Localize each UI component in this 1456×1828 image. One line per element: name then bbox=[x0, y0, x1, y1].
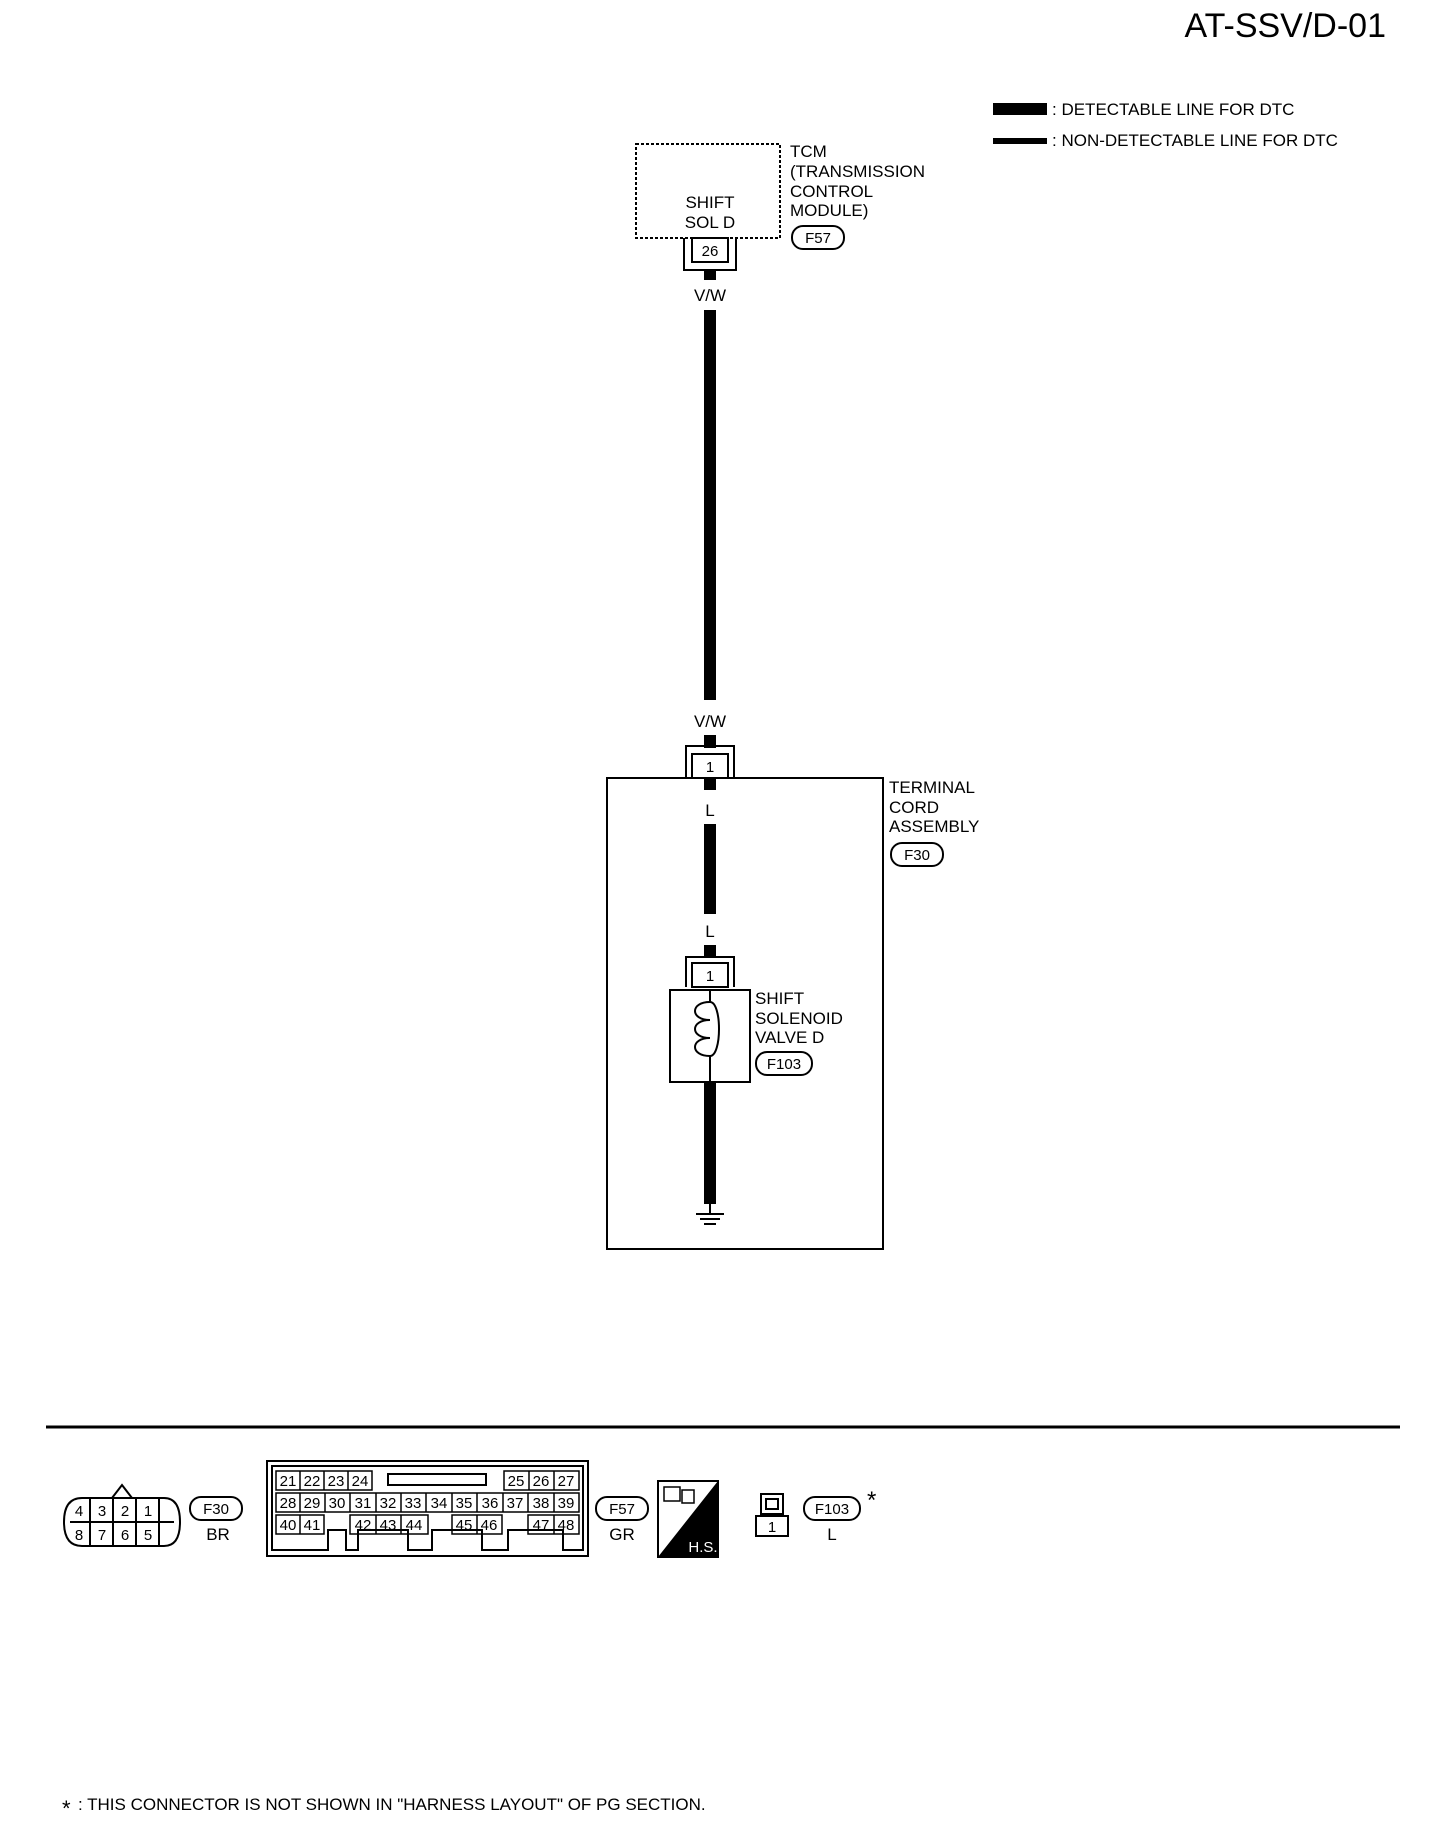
terminal-cord-connector-id: F30 bbox=[904, 847, 930, 864]
legend-detectable: : DETECTABLE LINE FOR DTC bbox=[1052, 100, 1294, 119]
f30-pin-8: 8 bbox=[75, 1527, 83, 1544]
inner-wire-color-top: L bbox=[705, 801, 714, 820]
terminal-cord-assembly: 1 TERMINAL CORD ASSEMBLY F30 L L bbox=[606, 745, 979, 1250]
f57-pin-26: 26 bbox=[533, 1473, 550, 1490]
coil-icon bbox=[694, 990, 720, 1082]
f57-pin-36: 36 bbox=[482, 1495, 499, 1512]
solenoid-name-line-2: SOLENOID bbox=[755, 1009, 843, 1028]
f30-pin-5: 5 bbox=[144, 1527, 152, 1544]
tcm-connector-tag: F57 bbox=[791, 225, 845, 250]
f103-star-mark: * bbox=[867, 1487, 876, 1514]
f57-pin-25: 25 bbox=[508, 1473, 525, 1490]
solenoid-name-line-1: SHIFT bbox=[755, 989, 804, 1008]
f57-pin-40: 40 bbox=[280, 1517, 297, 1534]
f57-connector-id: F57 bbox=[609, 1501, 635, 1518]
f57-pin-37: 37 bbox=[507, 1495, 524, 1512]
connector-view-f57: 21 22 23 24 25 26 27 28 2 bbox=[266, 1460, 649, 1557]
terminal-cord-connector-tag: F30 bbox=[890, 842, 944, 867]
f57-pin-33: 33 bbox=[405, 1495, 422, 1512]
f57-pin-48: 48 bbox=[558, 1517, 575, 1534]
f57-pin-45: 45 bbox=[456, 1517, 473, 1534]
f57-pin-21: 21 bbox=[280, 1473, 297, 1490]
tcm-module: SHIFT SOL D TCM (TRANSMISSION CONTROL MO… bbox=[635, 142, 925, 271]
f57-row-3: 40 41 42 43 44 45 46 47 48 bbox=[275, 1514, 580, 1535]
footnote: * : THIS CONNECTOR IS NOT SHOWN IN "HARN… bbox=[62, 1795, 706, 1821]
connector-view-f30: 4 3 2 1 8 7 6 5 F30 BR bbox=[62, 1483, 243, 1547]
terminal-cord-name-line-1: TERMINAL bbox=[889, 778, 975, 797]
diagram-id: AT-SSV/D-01 bbox=[1184, 7, 1386, 45]
f103-connector-color: L bbox=[827, 1525, 836, 1544]
solenoid-name-line-3: VALVE D bbox=[755, 1028, 824, 1047]
tcm-name-line-4: MODULE) bbox=[790, 201, 868, 220]
f57-pin-23: 23 bbox=[328, 1473, 345, 1490]
f57-pin-43: 43 bbox=[380, 1517, 397, 1534]
terminal-cord-box bbox=[606, 777, 884, 1250]
f57-pin-31: 31 bbox=[355, 1495, 372, 1512]
f30-connector-id: F30 bbox=[203, 1501, 229, 1518]
terminal-cord-name-line-2: CORD bbox=[889, 798, 939, 817]
legend-non-detectable: : NON-DETECTABLE LINE FOR DTC bbox=[1052, 131, 1338, 150]
f57-pin-22: 22 bbox=[304, 1473, 321, 1490]
f30-pin-4: 4 bbox=[75, 1503, 83, 1520]
tcm-inner-label-1: SHIFT bbox=[685, 193, 734, 212]
f57-pin-34: 34 bbox=[431, 1495, 448, 1512]
f103-pin-1: 1 bbox=[768, 1519, 776, 1536]
tcm-terminal: 26 bbox=[683, 237, 737, 271]
non-detectable-line-sample bbox=[993, 138, 1047, 144]
f30-pin-6: 6 bbox=[121, 1527, 129, 1544]
tcm-connector-id: F57 bbox=[805, 230, 831, 247]
ground-icon bbox=[696, 1204, 724, 1225]
detectable-line-sample bbox=[993, 103, 1047, 115]
solenoid-connector-tag: F103 bbox=[755, 1051, 813, 1076]
wire-color-bottom: V/W bbox=[694, 712, 726, 731]
tcm-name-line-3: CONTROL bbox=[790, 182, 873, 201]
f30-pin-1: 1 bbox=[144, 1503, 152, 1520]
f30-connector-color: BR bbox=[206, 1525, 230, 1544]
f57-pin-32: 32 bbox=[380, 1495, 397, 1512]
tcm-terminal-number: 26 bbox=[702, 243, 719, 260]
f57-connector-color: GR bbox=[609, 1525, 635, 1544]
legend: : DETECTABLE LINE FOR DTC : NON-DETECTAB… bbox=[993, 100, 1338, 150]
f57-pin-44: 44 bbox=[406, 1517, 423, 1534]
inner-wire-color-bottom: L bbox=[705, 922, 714, 941]
f57-pin-46: 46 bbox=[481, 1517, 498, 1534]
tcm-name-line-1: TCM bbox=[790, 142, 827, 161]
harness-side-icon: H.S. bbox=[657, 1480, 719, 1558]
f57-pin-30: 30 bbox=[329, 1495, 346, 1512]
solenoid-connector-id: F103 bbox=[767, 1056, 801, 1073]
f57-pin-41: 41 bbox=[304, 1517, 321, 1534]
terminal-cord-terminal: 1 bbox=[685, 745, 735, 779]
footnote-star: * bbox=[62, 1796, 71, 1821]
f57-pin-28: 28 bbox=[280, 1495, 297, 1512]
f30-pin-2: 2 bbox=[121, 1503, 129, 1520]
f57-pin-35: 35 bbox=[456, 1495, 473, 1512]
f57-pin-38: 38 bbox=[533, 1495, 550, 1512]
terminal-cord-name-line-3: ASSEMBLY bbox=[889, 817, 979, 836]
wire-vw: V/W V/W bbox=[694, 270, 726, 748]
f57-pin-24: 24 bbox=[352, 1473, 369, 1490]
shift-solenoid-valve: 1 SHIFT SOLENOID VALVE D F103 bbox=[669, 956, 843, 1225]
f57-row-1: 21 22 23 24 25 26 27 bbox=[275, 1470, 580, 1491]
solenoid-terminal-number: 1 bbox=[706, 968, 714, 985]
tcm-inner-label-2: SOL D bbox=[685, 213, 735, 232]
f57-row-2: 28 29 30 31 32 33 34 35 36 37 38 39 bbox=[275, 1492, 580, 1513]
f103-connector-id: F103 bbox=[815, 1501, 849, 1518]
f57-pin-39: 39 bbox=[558, 1495, 575, 1512]
wire-color-top: V/W bbox=[694, 286, 726, 305]
f57-pin-42: 42 bbox=[355, 1517, 372, 1534]
terminal-cord-terminal-number: 1 bbox=[706, 759, 714, 776]
f30-pin-7: 7 bbox=[98, 1527, 106, 1544]
tcm-name-line-2: (TRANSMISSION bbox=[790, 162, 925, 181]
f57-pin-27: 27 bbox=[558, 1473, 575, 1490]
f57-pin-47: 47 bbox=[533, 1517, 550, 1534]
harness-side-label: H.S. bbox=[688, 1539, 717, 1556]
f30-pin-3: 3 bbox=[98, 1503, 106, 1520]
footnote-text: : THIS CONNECTOR IS NOT SHOWN IN "HARNES… bbox=[78, 1795, 706, 1814]
f57-pin-29: 29 bbox=[304, 1495, 321, 1512]
connector-view-f103: 1 F103 * L bbox=[755, 1487, 876, 1544]
